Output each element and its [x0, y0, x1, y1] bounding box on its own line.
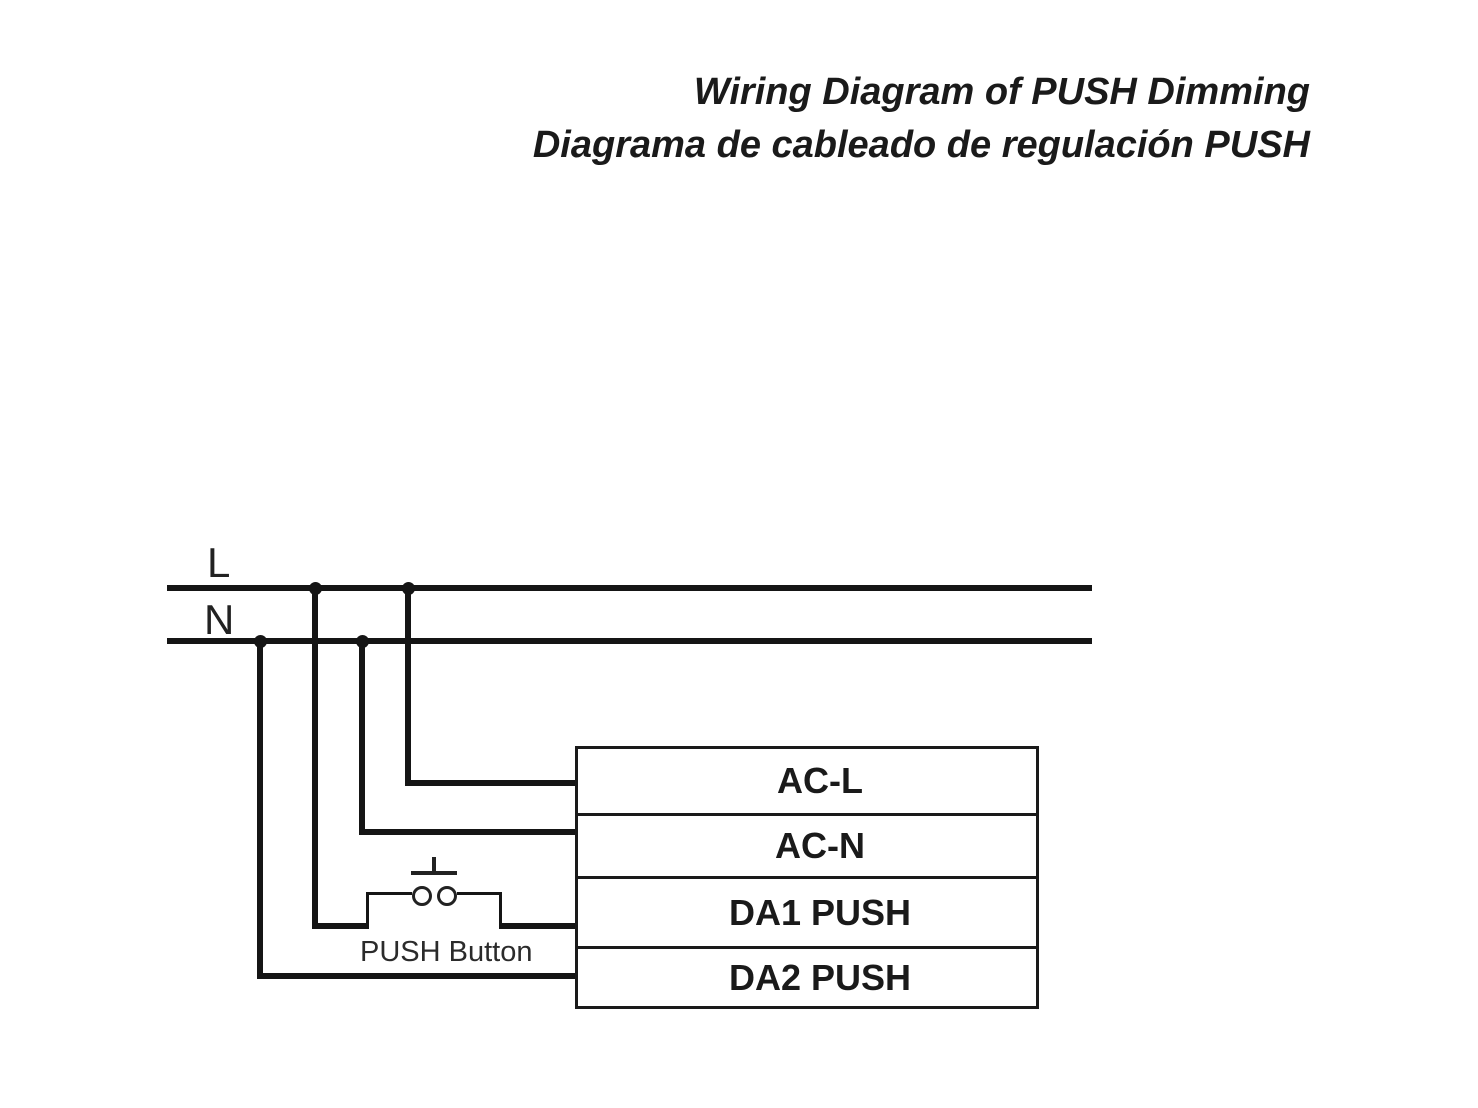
driver-terminal-box: AC-L AC-N DA1 PUSH DA2 PUSH	[575, 746, 1039, 1009]
da2-wire-horizontal	[257, 973, 575, 979]
push-button-actuator-bar-icon	[411, 871, 457, 875]
da1-wire-horizontal-right	[499, 923, 575, 929]
ac-n-wire-vertical	[359, 641, 365, 835]
neutral-bus-wire	[167, 638, 1092, 644]
title-line-english: Wiring Diagram of PUSH Dimming	[693, 71, 1310, 113]
da1-wire-step-right	[499, 893, 502, 926]
neutral-line-label: N	[204, 596, 235, 643]
ac-l-wire-horizontal	[405, 780, 575, 786]
push-button-actuator-stem-icon	[432, 857, 436, 872]
terminal-row-ac-l: AC-L	[777, 760, 863, 801]
live-line-label: L	[207, 539, 231, 586]
da2-wire-vertical	[257, 641, 263, 979]
da1-wire-vertical	[312, 588, 318, 929]
title-line-spanish: Diagrama de cableado de regulación PUSH	[532, 124, 1310, 166]
da1-wire-from-contact-right	[457, 892, 502, 895]
terminal-row-ac-n: AC-N	[578, 813, 1036, 876]
da1-wire-step-left	[366, 893, 369, 926]
push-button-contact-left-icon	[412, 886, 432, 906]
da1-wire-to-contact-left	[366, 892, 412, 895]
diagram-title: Wiring Diagram of PUSH Dimming Diagrama …	[533, 66, 1310, 172]
push-button-label: PUSH Button	[360, 936, 533, 968]
ac-n-wire-horizontal	[359, 829, 575, 835]
live-bus-wire	[167, 585, 1092, 591]
terminal-row-da1-push: DA1 PUSH	[578, 876, 1036, 946]
terminal-row-da2-push: DA2 PUSH	[578, 946, 1036, 1006]
da1-wire-horizontal-left	[312, 923, 369, 929]
ac-l-wire-vertical	[405, 588, 411, 786]
push-button-contact-right-icon	[437, 886, 457, 906]
